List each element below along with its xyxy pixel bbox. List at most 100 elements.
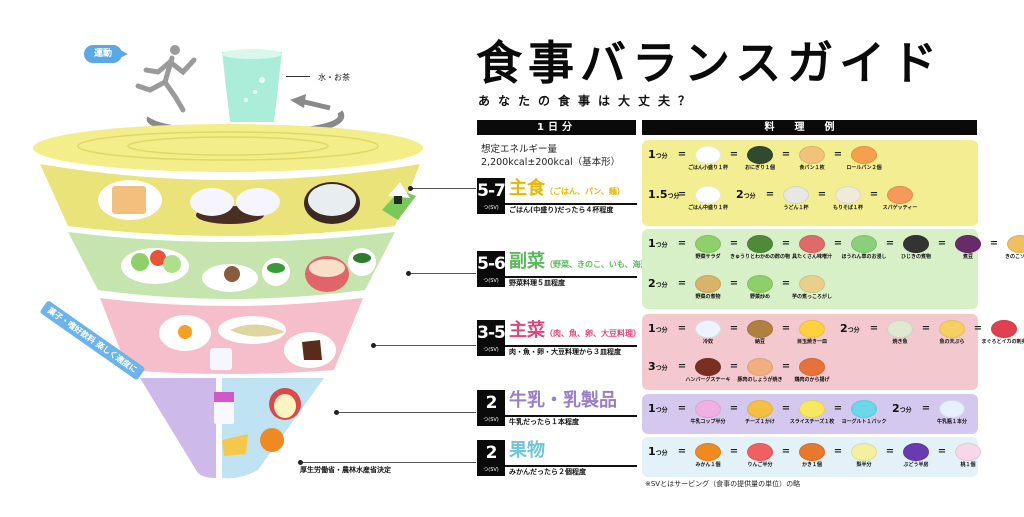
equals-sign: = xyxy=(833,446,843,457)
dish-item: スパゲッティー xyxy=(880,186,920,212)
serving-name: 果物 xyxy=(509,440,545,461)
equals-sign: = xyxy=(765,189,775,200)
dish-item: みかん１個 xyxy=(688,443,728,469)
serving-desc: 野菜料理５皿程度 xyxy=(509,279,565,287)
energy-label: 想定エネルギー量 xyxy=(481,144,558,155)
dish-caption: 冷奴 xyxy=(702,339,713,345)
dish-caption: 鶏肉のから揚げ xyxy=(794,377,830,383)
dish-icon xyxy=(747,146,773,164)
serving-desc: 肉・魚・卵・大豆料理から３皿程度 xyxy=(509,348,621,356)
dish-item: 冷奴 xyxy=(688,320,728,346)
dish-caption: ひじきの煮物 xyxy=(900,254,931,260)
dish-icon xyxy=(939,400,965,418)
equals-sign: = xyxy=(885,446,895,457)
dish-item: きゅうりとわかめの酢の物 xyxy=(730,235,790,261)
food-balance-top-illustration: 運動 水・お茶 菓子・嗜好飲料 楽しく適度に 厚生労働省・農林水産省決定 xyxy=(0,0,476,517)
serving-count-label: 2つ分 xyxy=(892,402,912,415)
pointer-fukusai xyxy=(406,271,476,276)
dish-caption: うどん１杯 xyxy=(783,205,809,211)
dish-caption: まぐろとイカの刺身 xyxy=(981,339,1024,345)
equals-sign: = xyxy=(677,238,687,249)
header-dish-examples: 料理例 xyxy=(642,120,977,135)
pointer-fruit xyxy=(298,460,476,465)
dish-caption: ごはん中盛り１杯 xyxy=(688,205,729,211)
equals-sign: = xyxy=(885,238,895,249)
dish-caption: ロールパン２個 xyxy=(846,165,882,171)
dish-caption: 牛乳コップ半分 xyxy=(690,419,726,425)
dish-icon xyxy=(903,443,929,461)
dish-icon xyxy=(747,275,773,293)
dish-icon xyxy=(851,443,877,461)
dish-icon xyxy=(747,320,773,338)
equals-sign: = xyxy=(677,361,687,372)
dish-item: ハンバーグステーキ xyxy=(685,358,731,384)
dish-icon xyxy=(695,443,721,461)
dish-caption: もりそば１杯 xyxy=(832,205,863,211)
dish-item: 桃１個 xyxy=(948,443,988,469)
dish-icon xyxy=(695,235,721,253)
serving-count-label: 1つ分 xyxy=(648,402,668,415)
dish-item: 具たくさん味噌汁 xyxy=(792,235,832,261)
dish-item: きのこソテー xyxy=(1000,235,1024,261)
dish-item: ロールパン２個 xyxy=(844,146,884,172)
serving-name: 主菜（肉、魚、卵、大豆料理） xyxy=(509,320,641,341)
dish-caption: りんご半分 xyxy=(747,462,773,468)
dish-item: 芋の煮っころがし xyxy=(792,275,832,301)
dish-icon xyxy=(1007,235,1024,253)
dish-icon xyxy=(747,400,773,418)
dish-caption: ハンバーグステーキ xyxy=(685,377,731,383)
equals-sign: = xyxy=(989,238,999,249)
dish-item: かき１個 xyxy=(792,443,832,469)
dish-item: 魚の天ぷら xyxy=(932,320,972,346)
equals-sign: = xyxy=(973,323,983,334)
dish-item: ごはん中盛り１杯 xyxy=(688,186,728,212)
page-subtitle: あなたの食事は大丈夫？ xyxy=(478,94,699,108)
equals-sign: = xyxy=(833,149,843,160)
serving-desc: 牛乳だったら１本程度 xyxy=(509,418,579,426)
water-pointer-line xyxy=(286,76,310,77)
equals-sign: = xyxy=(677,189,687,200)
equals-sign: = xyxy=(937,238,947,249)
dish-caption: 豚肉のしょうが焼き xyxy=(737,377,783,383)
equals-sign: = xyxy=(921,403,931,414)
serving-desc: みかんだったら２個程度 xyxy=(509,468,586,476)
equals-sign: = xyxy=(781,403,791,414)
dish-caption: 野菜の煮物 xyxy=(695,294,721,300)
equals-sign: = xyxy=(729,361,739,372)
dish-icon xyxy=(695,358,721,376)
serving-name: 副菜（野菜、きのこ、いも、海藻料理） xyxy=(509,251,673,272)
dish-icon xyxy=(695,275,721,293)
dish-icon xyxy=(887,320,913,338)
dish-item: 目玉焼き一皿 xyxy=(792,320,832,346)
dish-caption: ヨーグルト１パック xyxy=(841,419,887,425)
example-row: 1つ分=みかん１個=りんご半分=かき１個=梨半分=ぶどう半房=桃１個 xyxy=(648,443,988,469)
tier-milk xyxy=(140,378,216,478)
equals-sign: = xyxy=(781,238,791,249)
dish-item: まぐろとイカの刺身 xyxy=(981,320,1024,346)
dish-icon xyxy=(695,146,721,164)
dish-caption: かき１個 xyxy=(801,462,822,468)
pointer-shusai xyxy=(371,343,476,348)
serving-count-label: 1つ分 xyxy=(648,237,668,250)
dish-icon xyxy=(903,235,929,253)
dish-item: チーズ１かけ xyxy=(740,400,780,426)
equals-sign: = xyxy=(729,323,739,334)
water-glass-icon xyxy=(222,52,282,122)
dish-caption: 野菜サラダ xyxy=(695,254,721,260)
dish-item: 野菜炒め xyxy=(740,275,780,301)
dish-item: りんご半分 xyxy=(740,443,780,469)
dish-caption: 納豆 xyxy=(754,339,765,345)
equals-sign: = xyxy=(781,446,791,457)
dish-icon xyxy=(799,443,825,461)
equals-sign: = xyxy=(729,149,739,160)
dish-caption: 煮豆 xyxy=(962,254,973,260)
dish-item: おにぎり１個 xyxy=(740,146,780,172)
